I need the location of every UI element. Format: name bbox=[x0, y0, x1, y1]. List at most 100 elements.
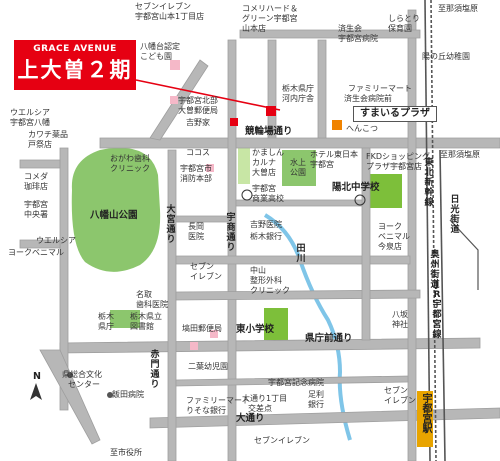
road-akamon: 赤門通り bbox=[150, 350, 160, 390]
label-shogyo2: 商業高校 bbox=[252, 194, 284, 203]
station-label: 宇都宮駅 bbox=[417, 391, 433, 447]
station-text: 宇都宮駅 bbox=[420, 393, 431, 433]
title-en: GRACE AVENUE bbox=[33, 44, 117, 54]
label-hachiman-kodomo: 八幡台認定 bbox=[140, 42, 180, 51]
label-welcia2: 宇都宮八幡 bbox=[10, 118, 50, 127]
label-family-b: ファミリーマート bbox=[186, 396, 250, 405]
label-hajiro: 至那須塩原 bbox=[440, 150, 480, 159]
label-yorkb-imaizumi2: ベニマル bbox=[378, 232, 410, 241]
label-nakayama: 中山 bbox=[250, 266, 266, 275]
label-odori1: 大通り1丁目 bbox=[242, 394, 288, 403]
label-family2: 済生会病院前 bbox=[344, 94, 392, 103]
north-arrow bbox=[30, 383, 42, 400]
label-hotel: ホテル東日本 bbox=[310, 150, 358, 159]
label-tochigi-bank: 栃木銀行 bbox=[250, 232, 282, 241]
roads bbox=[19, 9, 500, 461]
label-utsunomiya-chuo: 宇都宮 bbox=[24, 200, 48, 209]
road-oku: 奥州街道 bbox=[430, 250, 440, 290]
label-welcia: ウエルシア bbox=[10, 108, 50, 117]
label-mizuki2: 公園 bbox=[290, 168, 306, 177]
label-saiseikai: 済生会 bbox=[338, 24, 362, 33]
kasho-store bbox=[238, 146, 250, 184]
label-ogawa: おがわ歯科 bbox=[110, 154, 150, 163]
label-komeri3: 山本店 bbox=[242, 24, 266, 33]
label-seven-mid: セブン bbox=[190, 262, 214, 271]
label-meigi2: 歯科医院 bbox=[136, 300, 168, 309]
title-box: GRACE AVENUE 上大曽２期 bbox=[14, 40, 136, 90]
label-ogawa2: クリニック bbox=[110, 164, 150, 173]
label-cocos: ココス bbox=[186, 148, 210, 157]
property-marker bbox=[266, 106, 276, 116]
label-bunka: 県総合文化 bbox=[62, 370, 102, 379]
higashi-school bbox=[264, 308, 288, 340]
label-hachiban: 八坂 bbox=[392, 310, 408, 319]
label-tochigi-police2: 河内庁舎 bbox=[282, 94, 314, 103]
label-yoshino: 吉野家 bbox=[186, 118, 210, 127]
label-kasho: かましん bbox=[252, 148, 284, 157]
label-iida: 飯田病院 bbox=[112, 390, 144, 399]
label-tochigi-pref: 栃木 bbox=[98, 312, 114, 321]
label-odori2: 交差点 bbox=[248, 404, 272, 413]
label-kawachi2: 戸祭店 bbox=[28, 140, 52, 149]
label-hen: へんこつ bbox=[346, 124, 378, 133]
label-seven-bottom: セブンイレブン bbox=[254, 436, 310, 445]
label-fire2: 消防本部 bbox=[180, 174, 212, 183]
label-kawachi: カワチ薬品 bbox=[28, 130, 68, 139]
title-jp: 上大曽２期 bbox=[17, 58, 133, 82]
label-yorkb-imaizumi3: 今泉店 bbox=[378, 242, 402, 251]
label-nakayama3: クリニック bbox=[250, 286, 290, 295]
label-futaba: 二葉幼児園 bbox=[188, 362, 228, 371]
hachimanyama-park bbox=[71, 147, 161, 272]
north-label: N bbox=[33, 371, 41, 382]
label-fkd: FKDショッピング bbox=[366, 152, 431, 161]
label-shiroto: しらとり bbox=[388, 14, 420, 23]
label-utsunomiya-chuo2: 中央署 bbox=[24, 210, 48, 219]
label-family-b2: りそな銀行 bbox=[186, 406, 226, 415]
label-nagata: 長岡 bbox=[188, 222, 204, 231]
label-library2: 図書館 bbox=[130, 322, 154, 331]
label-seven-mid2: イレブン bbox=[190, 272, 222, 281]
label-ashikaga2: 銀行 bbox=[308, 400, 324, 409]
label-seven-top: セブンイレブン bbox=[135, 2, 191, 11]
tagawa-river bbox=[263, 213, 352, 441]
youhoku-school bbox=[368, 174, 402, 208]
rail-lines bbox=[424, 0, 446, 461]
label-shikabe: 宇都宮北部 bbox=[178, 96, 218, 105]
label-yorkbenimaru: ヨークベニマル bbox=[8, 248, 64, 257]
label-yoshino-hosp: 吉野医院 bbox=[250, 220, 282, 229]
road-tohoku-shinkansen: 東北新幹線 bbox=[424, 158, 434, 208]
label-komeda: コメダ bbox=[24, 172, 48, 181]
label-shiroto2: 保育園 bbox=[388, 24, 412, 33]
label-shinkanto: 至那須塩原 bbox=[438, 4, 478, 13]
label-shiyakusho: 至市役所 bbox=[110, 448, 142, 457]
label-kasho2: カルナ bbox=[252, 158, 276, 167]
label-mizuki: 水上 bbox=[290, 158, 306, 167]
label-komeri2: グリーン宇都宮 bbox=[242, 14, 298, 23]
label-tochigi-pref2: 県庁 bbox=[98, 322, 114, 331]
label-komeda2: 珈琲店 bbox=[24, 182, 48, 191]
label-yorkb-imaizumi: ヨーク bbox=[378, 222, 402, 231]
label-seven-b2: イレブン bbox=[384, 396, 416, 405]
road-odori: 大通り bbox=[236, 413, 265, 424]
label-seven-b: セブン bbox=[384, 386, 408, 395]
label-nagata2: 医院 bbox=[188, 232, 204, 241]
nikko-highway bbox=[449, 219, 479, 290]
label-saiseikai2: 宇都宮病院 bbox=[338, 34, 378, 43]
label-minato: 陽の丘幼稚園 bbox=[422, 52, 470, 61]
label-bunka2: センター bbox=[68, 380, 100, 389]
label-youhoku: 陽北中学校 bbox=[332, 182, 380, 193]
label-shogyo: 宇都宮 bbox=[252, 184, 276, 193]
label-seven-top2: 宇都宮山本1丁目店 bbox=[135, 12, 205, 21]
label-tochigi-police: 栃木県庁 bbox=[282, 84, 314, 93]
road-nikko: 日光街道 bbox=[450, 195, 460, 235]
label-family: ファミリーマート bbox=[348, 84, 412, 93]
property-label: すまいるプラザ bbox=[353, 106, 437, 122]
label-welcia-b: ウエルシア bbox=[36, 236, 76, 245]
road-keirin: 競輪場通り bbox=[245, 126, 293, 137]
road-jr: JR宇都宮線 bbox=[432, 280, 442, 340]
poi-markers bbox=[67, 60, 366, 398]
label-meigi: 名取 bbox=[136, 290, 152, 299]
label-hachimanyama: 八幡山公園 bbox=[90, 210, 138, 221]
label-hashida: 塙田郵便局 bbox=[182, 324, 222, 333]
